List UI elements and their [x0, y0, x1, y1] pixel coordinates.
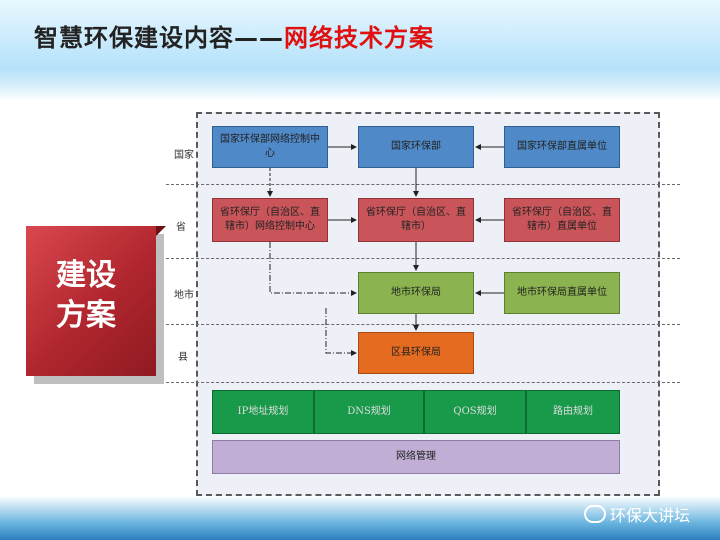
- ribbon-panel: 建设 方案: [26, 226, 166, 376]
- network-architecture-diagram: 国家 省 地市 县 国家环保部网络控制中心 国家环保部 国家环保部直属单位 省环…: [166, 108, 686, 500]
- ribbon-line-2: 方案: [56, 298, 116, 333]
- province-direct-units-box: 省环保厅（自治区、直辖市）直属单位: [504, 198, 620, 242]
- province-dept-box: 省环保厅（自治区、直辖市）: [358, 198, 474, 242]
- planning-dns-box: DNS规划: [314, 390, 424, 434]
- city-direct-units-box: 地市环保局直属单位: [504, 272, 620, 314]
- chat-bubble-icon: [583, 505, 606, 523]
- level-label-national: 国家: [174, 150, 194, 161]
- network-management-box: 网络管理: [212, 440, 620, 474]
- ribbon-fold: [156, 226, 166, 236]
- header-band: [0, 0, 720, 100]
- ribbon-line-1: 建设: [56, 258, 116, 293]
- level-divider: [166, 258, 680, 259]
- level-label-province: 省: [176, 222, 186, 233]
- watermark-text: 环保大讲坛: [609, 506, 690, 525]
- level-label-county: 县: [178, 352, 188, 363]
- level-label-city: 地市: [174, 290, 194, 301]
- planning-qos-box: QOS规划: [424, 390, 526, 434]
- level-divider: [166, 382, 680, 383]
- planning-routing-box: 路由规划: [526, 390, 620, 434]
- watermark: 环保大讲坛: [583, 502, 690, 526]
- title-main: 智慧环保建设内容——: [34, 24, 284, 52]
- level-divider: [166, 184, 680, 185]
- connector-layer: [267, 144, 504, 356]
- section-ribbon: 建设 方案: [26, 226, 166, 386]
- national-direct-units-box: 国家环保部直属单位: [504, 126, 620, 168]
- planning-ip-box: IP地址规划: [212, 390, 314, 434]
- arrow-province-netcenter-to-city: [269, 242, 357, 296]
- page-title: 智慧环保建设内容——网络技术方案: [34, 18, 434, 53]
- province-net-center-box: 省环保厅（自治区、直辖市）网络控制中心: [212, 198, 328, 242]
- level-divider: [166, 324, 680, 325]
- national-net-center-box: 国家环保部网络控制中心: [212, 126, 328, 168]
- county-bureau-box: 区县环保局: [358, 332, 474, 374]
- ribbon-label: 建设 方案: [26, 256, 146, 336]
- arrow-city-netlink-to-county: [325, 308, 357, 356]
- city-bureau-box: 地市环保局: [358, 272, 474, 314]
- title-accent: 网络技术方案: [284, 24, 434, 52]
- national-ministry-box: 国家环保部: [358, 126, 474, 168]
